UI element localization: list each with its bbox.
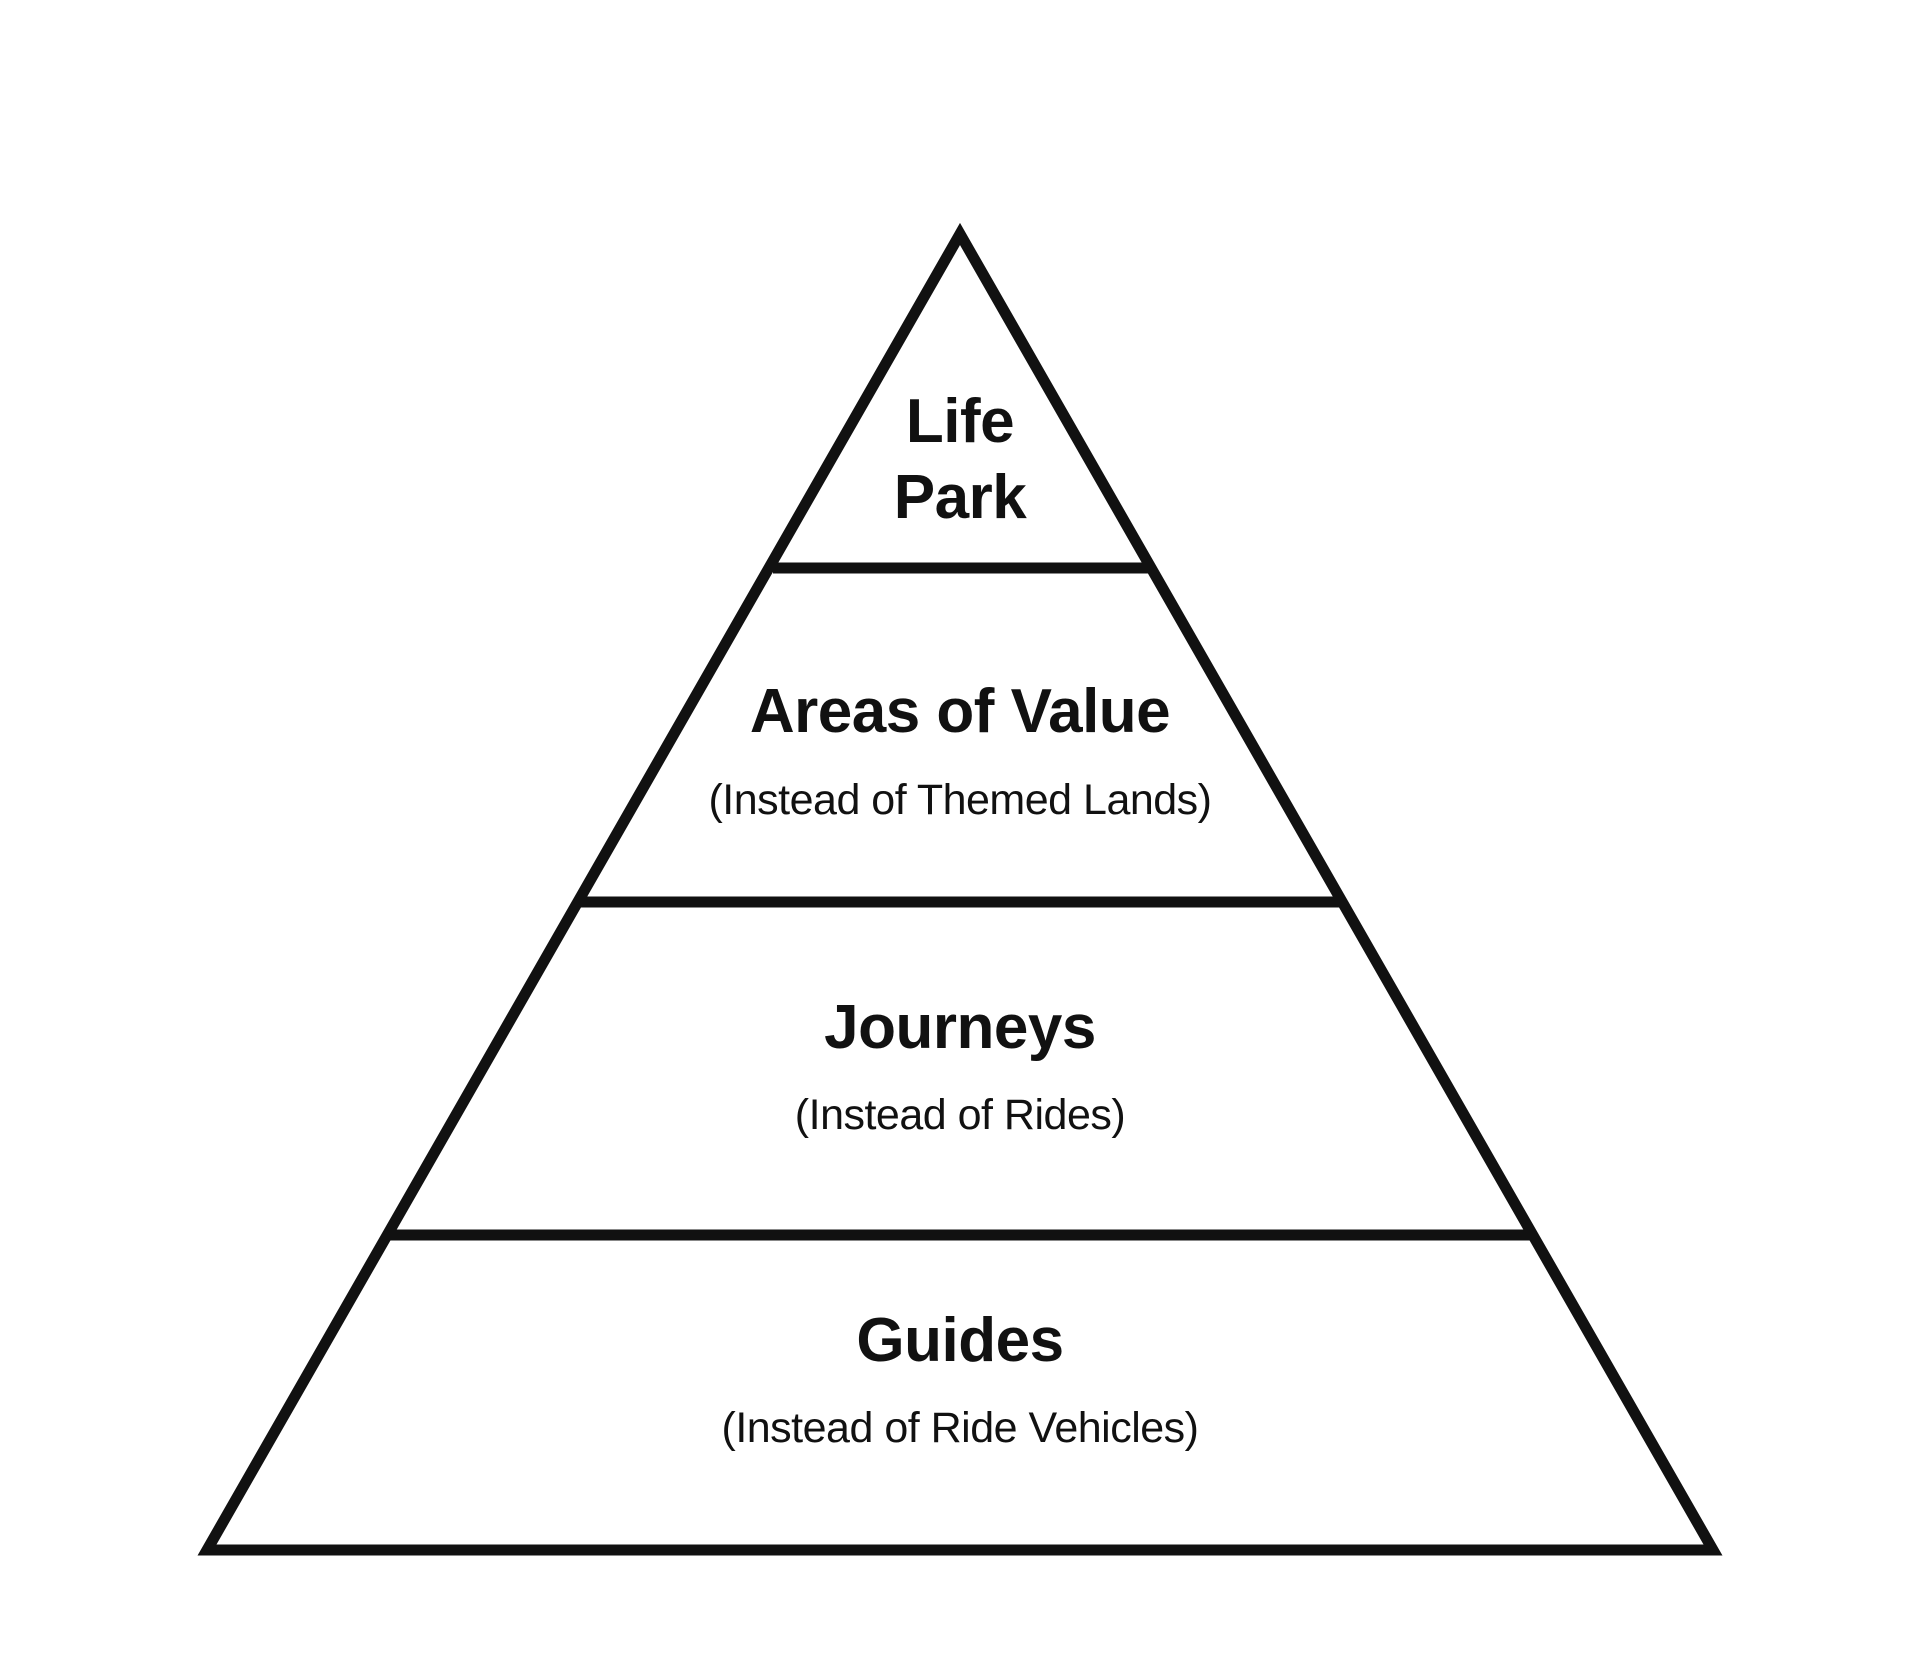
apex-tier-line-1: Life xyxy=(905,387,1015,456)
tier-areas-of-value-title: Areas of Value xyxy=(749,677,1171,746)
tier-guides-subtitle: (Instead of Ride Vehicles) xyxy=(721,1404,1200,1452)
pyramid-outline xyxy=(197,222,1723,1556)
tier-journeys-title: Journeys xyxy=(824,993,1096,1062)
apex-tier-line-2: Park xyxy=(893,463,1027,532)
tier-guides-title: Guides xyxy=(856,1306,1064,1375)
tier-journeys-subtitle: (Instead of Rides) xyxy=(794,1091,1126,1139)
tier-areas-of-value-subtitle: (Instead of Themed Lands) xyxy=(708,776,1212,824)
